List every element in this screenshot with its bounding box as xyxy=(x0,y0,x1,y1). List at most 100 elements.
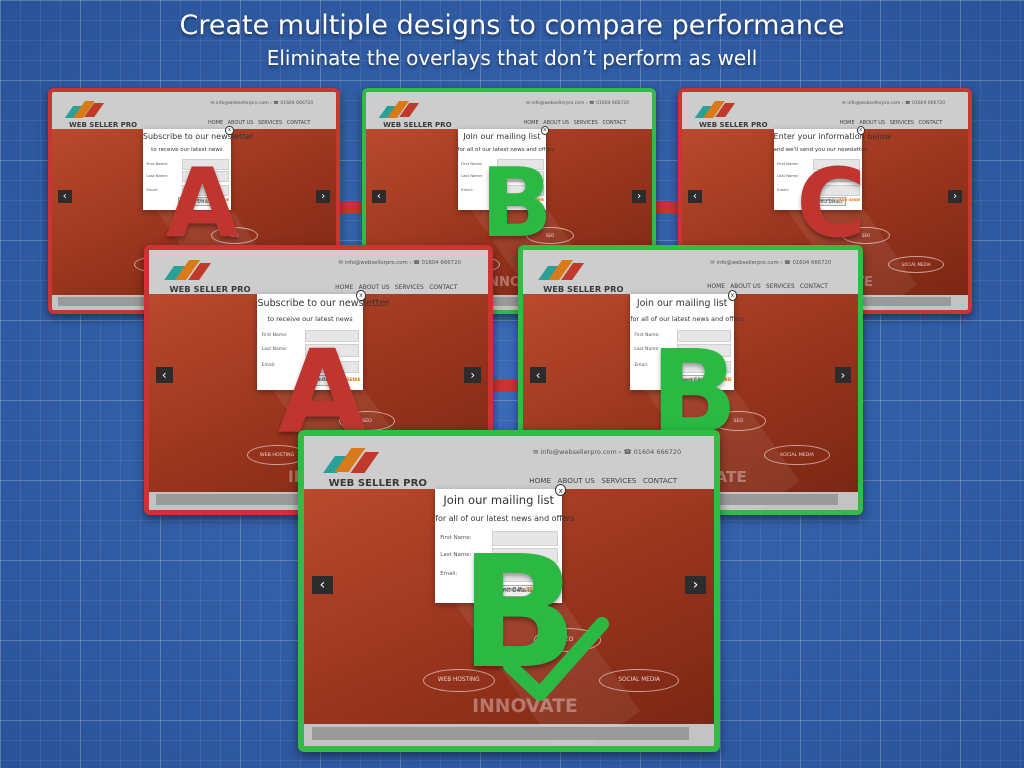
email-text[interactable]: info@websellerpro.com xyxy=(847,100,901,106)
first-name-label: First Name: xyxy=(440,534,472,541)
variant-card-6: WEB SELLER PRO✉ info@websellerpro.com › … xyxy=(298,430,720,752)
nav-item-home[interactable]: HOME xyxy=(207,120,224,127)
close-icon[interactable]: x xyxy=(727,290,738,301)
nav-item-home[interactable]: HOME xyxy=(335,283,354,291)
close-icon[interactable]: x xyxy=(356,290,366,301)
close-icon[interactable]: x xyxy=(856,125,865,136)
logo-bars-icon xyxy=(694,100,735,118)
nav-item-home[interactable]: HOME xyxy=(529,476,552,486)
email-text[interactable]: info@websellerpro.com xyxy=(540,448,617,457)
email-input[interactable] xyxy=(676,360,731,374)
last-name-label: Last Name: xyxy=(461,173,483,179)
chevron-right-icon: › xyxy=(268,100,274,106)
chevron-right-icon[interactable]: › xyxy=(464,367,482,383)
nav-item-contact[interactable]: CONTACT xyxy=(429,283,458,291)
powered-by-text: Powered By xyxy=(306,376,332,382)
first-name-input[interactable] xyxy=(304,329,360,343)
popup-subtitle: and we'll send you our newsletter xyxy=(773,146,867,153)
nav-item-home[interactable]: HOME xyxy=(839,120,855,127)
nav-item-contact[interactable]: CONTACT xyxy=(918,120,943,127)
chevron-right-icon[interactable]: › xyxy=(834,367,852,383)
last-name-input[interactable] xyxy=(813,170,860,182)
site-logo[interactable]: WEB SELLER PRO xyxy=(322,448,452,489)
nav-item-contact[interactable]: CONTACT xyxy=(286,120,311,127)
phone-icon: ☎ xyxy=(905,100,913,106)
email-input[interactable] xyxy=(182,184,229,196)
first-name-input[interactable] xyxy=(497,158,544,170)
chevron-left-icon[interactable]: ‹ xyxy=(687,190,703,204)
chevron-right-icon[interactable]: › xyxy=(631,190,647,204)
submit-button[interactable]: Submit Details xyxy=(178,196,216,207)
submit-button[interactable]: Submit Details xyxy=(671,374,715,386)
site-logo[interactable]: WEB SELLER PRO xyxy=(694,100,785,130)
nav-item-home[interactable]: HOME xyxy=(707,283,725,290)
chevron-left-icon[interactable]: ‹ xyxy=(155,367,173,383)
logo-text: WEB SELLER PRO xyxy=(169,284,251,295)
submit-button[interactable]: Submit Details xyxy=(299,374,343,386)
submit-button[interactable]: Submit Details xyxy=(492,196,531,207)
nav-item-about-us[interactable]: ABOUT US xyxy=(730,283,761,290)
logo-text: WEB SELLER PRO xyxy=(699,120,768,130)
last-name-input[interactable] xyxy=(492,548,558,563)
chevron-right-icon[interactable]: › xyxy=(947,190,963,204)
site-logo[interactable]: WEB SELLER PRO xyxy=(64,100,154,129)
site-logo[interactable]: WEB SELLER PRO xyxy=(378,100,469,129)
last-name-input[interactable] xyxy=(676,344,731,357)
nav-item-about-us[interactable]: ABOUT US xyxy=(227,120,254,127)
popup-subtitle: for all of our latest news and offers xyxy=(630,315,744,324)
nav-item-about-us[interactable]: ABOUT US xyxy=(543,120,570,127)
close-icon[interactable]: x xyxy=(225,125,234,136)
powered-by-text: Powered By xyxy=(184,198,205,203)
email-text[interactable]: info@websellerpro.com xyxy=(531,100,585,106)
hero-service-seo: SEO xyxy=(842,227,890,245)
chevron-left-icon[interactable]: ‹ xyxy=(57,190,72,204)
last-name-input[interactable] xyxy=(304,344,360,357)
nav-item-services[interactable]: SERVICES xyxy=(573,120,598,127)
chevron-left-icon[interactable]: ‹ xyxy=(312,575,333,595)
email-text[interactable]: info@websellerpro.com xyxy=(344,260,408,267)
nav-item-about-us[interactable]: ABOUT US xyxy=(557,476,595,486)
first-name-input[interactable] xyxy=(492,531,558,546)
nav-item-services[interactable]: SERVICES xyxy=(601,476,637,486)
submit-button[interactable]: Submit Details xyxy=(486,585,537,598)
logo-bars-icon xyxy=(64,100,105,118)
close-icon[interactable]: x xyxy=(555,484,567,497)
nav-item-about-us[interactable]: ABOUT US xyxy=(358,283,390,291)
chevron-left-icon[interactable]: ‹ xyxy=(529,367,547,383)
email-text[interactable]: info@websellerpro.com xyxy=(716,260,779,267)
site-logo[interactable]: WEB SELLER PRO xyxy=(164,260,271,295)
nav-item-about-us[interactable]: ABOUT US xyxy=(859,120,886,127)
email-input[interactable] xyxy=(497,184,544,196)
email-input[interactable] xyxy=(813,184,860,196)
nav-item-home[interactable]: HOME xyxy=(523,120,539,127)
email-text[interactable]: info@websellerpro.com xyxy=(215,100,269,106)
first-name-input[interactable] xyxy=(182,158,229,170)
nav-item-contact[interactable]: CONTACT xyxy=(602,120,627,127)
nav-item-services[interactable]: SERVICES xyxy=(394,283,424,291)
site-header xyxy=(523,250,858,295)
logo-bars-icon xyxy=(378,100,419,118)
last-name-input[interactable] xyxy=(497,170,544,182)
nav-item-contact[interactable]: CONTACT xyxy=(799,283,828,290)
nav-item-services[interactable]: SERVICES xyxy=(766,283,795,290)
first-name-label: First Name: xyxy=(777,161,799,167)
chevron-right-icon[interactable]: › xyxy=(685,575,706,595)
hero-service-social-media: SOCIAL MEDIA xyxy=(764,445,830,466)
last-name-input[interactable] xyxy=(182,170,229,182)
email-input[interactable] xyxy=(304,360,360,374)
first-name-input[interactable] xyxy=(813,158,860,170)
email-input[interactable] xyxy=(492,567,558,583)
hero-service-social-media: SOCIAL MEDIA xyxy=(599,668,680,693)
chevron-left-icon[interactable]: ‹ xyxy=(371,190,387,204)
logo-bars-icon xyxy=(322,448,380,473)
chevron-right-icon[interactable]: › xyxy=(316,190,331,204)
popup-subtitle: to receive our latest news xyxy=(267,315,353,324)
submit-button[interactable]: Submit Details xyxy=(808,196,847,207)
close-icon[interactable]: x xyxy=(540,125,549,136)
site-logo[interactable]: WEB SELLER PRO xyxy=(538,260,644,294)
nav-item-services[interactable]: SERVICES xyxy=(257,120,283,127)
first-name-input[interactable] xyxy=(676,329,731,343)
nav-item-services[interactable]: SERVICES xyxy=(889,120,914,127)
nav-item-contact[interactable]: CONTACT xyxy=(642,476,678,486)
